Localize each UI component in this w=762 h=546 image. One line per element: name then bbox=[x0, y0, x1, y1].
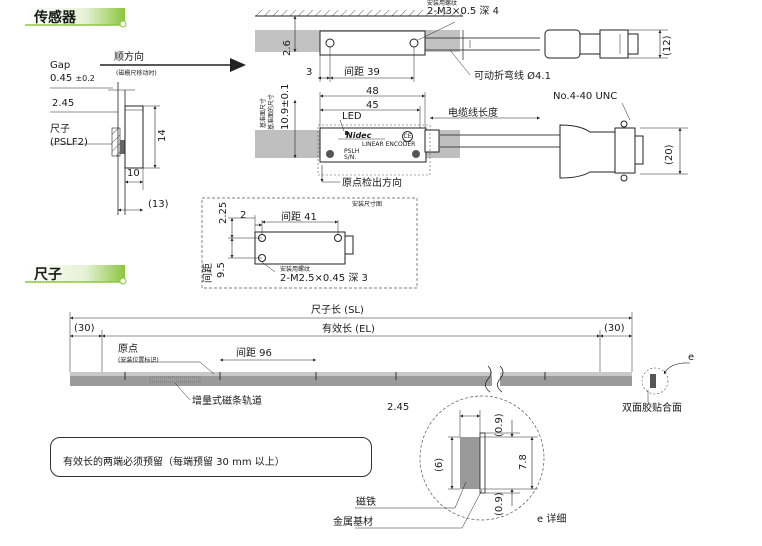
dim-45: 45 bbox=[366, 100, 379, 111]
mount-dim-2: 2 bbox=[240, 210, 247, 221]
scale-model: (PSLF2) bbox=[50, 137, 88, 148]
mount-detail-view bbox=[201, 197, 418, 289]
dim-3: 3 bbox=[306, 67, 313, 78]
reserve-note-text: 有效长的两端必须预留（每端预留 30 mm 以上） bbox=[63, 457, 285, 468]
scale-heading-bar bbox=[25, 265, 127, 285]
ce-mark-icon: CE bbox=[402, 131, 413, 142]
cable-length: 电缆线长度 bbox=[448, 108, 498, 119]
mount-dim-2-25: 2.25 bbox=[218, 201, 229, 224]
scale-origin-note: (安装位置标识) bbox=[118, 357, 159, 364]
mount-screw-spec: 2-M2.5×0.45 深 3 bbox=[280, 273, 368, 284]
detail-dim-6: (6) bbox=[434, 457, 445, 472]
dim-20: (20) bbox=[664, 144, 675, 165]
side-note-2: 基准面的尺寸 bbox=[268, 93, 275, 130]
dim-13: (13) bbox=[148, 199, 169, 210]
dim-10: 10 bbox=[127, 168, 140, 179]
dim-2-45-side: 2.45 bbox=[52, 98, 75, 109]
gap-label: Gap bbox=[50, 60, 71, 71]
margin-right: (30) bbox=[604, 323, 625, 334]
dim-48: 48 bbox=[366, 86, 379, 97]
direction-label: 顺方向 bbox=[114, 52, 144, 63]
direction-note: (磁栅尺移动时) bbox=[116, 70, 157, 77]
scale-callout: 尺子 bbox=[50, 124, 70, 135]
reserve-note-box: 有效长的两端必须预留（每端预留 30 mm 以上） bbox=[50, 437, 372, 477]
serial-number: S/N. bbox=[344, 154, 357, 161]
detail-dim-0-9-top: (0.9) bbox=[494, 413, 505, 437]
sensor-heading: 传感器 bbox=[34, 10, 76, 26]
dim-2-6: 2.6 bbox=[282, 40, 293, 56]
mount-pitch-41: 间距 41 bbox=[281, 212, 317, 223]
mount-screw-note: 安装用螺纹 bbox=[280, 266, 311, 273]
margin-left: (30) bbox=[74, 323, 95, 334]
track-label: 增量式磁条轨道 bbox=[192, 396, 262, 407]
effective-length: 有效长 (EL) bbox=[322, 324, 375, 335]
base-label: 金属基材 bbox=[333, 517, 373, 528]
dim-10-9: 10.9±0.1 bbox=[280, 83, 291, 130]
e-detail-view bbox=[355, 395, 545, 529]
origin-direction: 原点检出方向 bbox=[342, 178, 402, 189]
dim-12: (12) bbox=[662, 35, 673, 56]
label-line: PSLH bbox=[344, 148, 360, 155]
e-marker: e bbox=[688, 352, 695, 363]
top-screw-note: 安装用螺纹 bbox=[427, 0, 458, 7]
mount-title: 安装尺寸图 bbox=[352, 201, 383, 208]
dim-14: 14 bbox=[157, 129, 168, 142]
scale-heading: 尺子 bbox=[34, 267, 62, 283]
tape-label: 双面胶贴合面 bbox=[622, 403, 682, 414]
scale-total-length: 尺子长 (SL) bbox=[311, 305, 364, 316]
mount-pitch-vertical: 间距 bbox=[203, 263, 214, 283]
mount-dim-9-5: 9.5 bbox=[216, 262, 227, 278]
detail-title: e 详细 bbox=[537, 514, 567, 525]
detail-dim-0-9-bottom: (0.9) bbox=[494, 492, 505, 516]
direction-arrow bbox=[100, 58, 246, 72]
pitch-39: 间距 39 bbox=[344, 67, 380, 78]
scale-origin: 原点 bbox=[118, 344, 138, 355]
scale-pitch-96: 间距 96 bbox=[236, 348, 272, 359]
detail-dim-7-8: 7.8 bbox=[518, 454, 529, 470]
sensor-top-view bbox=[255, 10, 668, 82]
bend-radius: 可动折弯线 Ø4.1 bbox=[474, 71, 551, 82]
magnet-label: 磁铁 bbox=[356, 497, 376, 508]
scale-bar-view bbox=[69, 312, 691, 402]
connector-spec: No.4-40 UNC bbox=[553, 91, 618, 102]
brand-logo: Nidec bbox=[346, 131, 372, 140]
gap-value: 0.45 ±0.2 bbox=[50, 73, 95, 84]
sensor-front-view bbox=[255, 92, 688, 183]
model-text: LINEAR ENCODER bbox=[362, 141, 416, 148]
detail-dim-2-45: 2.45 bbox=[387, 402, 410, 413]
top-screw-spec: 2-M3×0.5 深 4 bbox=[427, 6, 499, 17]
sensor-side-view bbox=[50, 82, 160, 215]
side-note: 基准面尺寸 bbox=[260, 97, 267, 128]
led-label: LED bbox=[342, 111, 362, 122]
sensor-heading-bar bbox=[25, 8, 127, 28]
